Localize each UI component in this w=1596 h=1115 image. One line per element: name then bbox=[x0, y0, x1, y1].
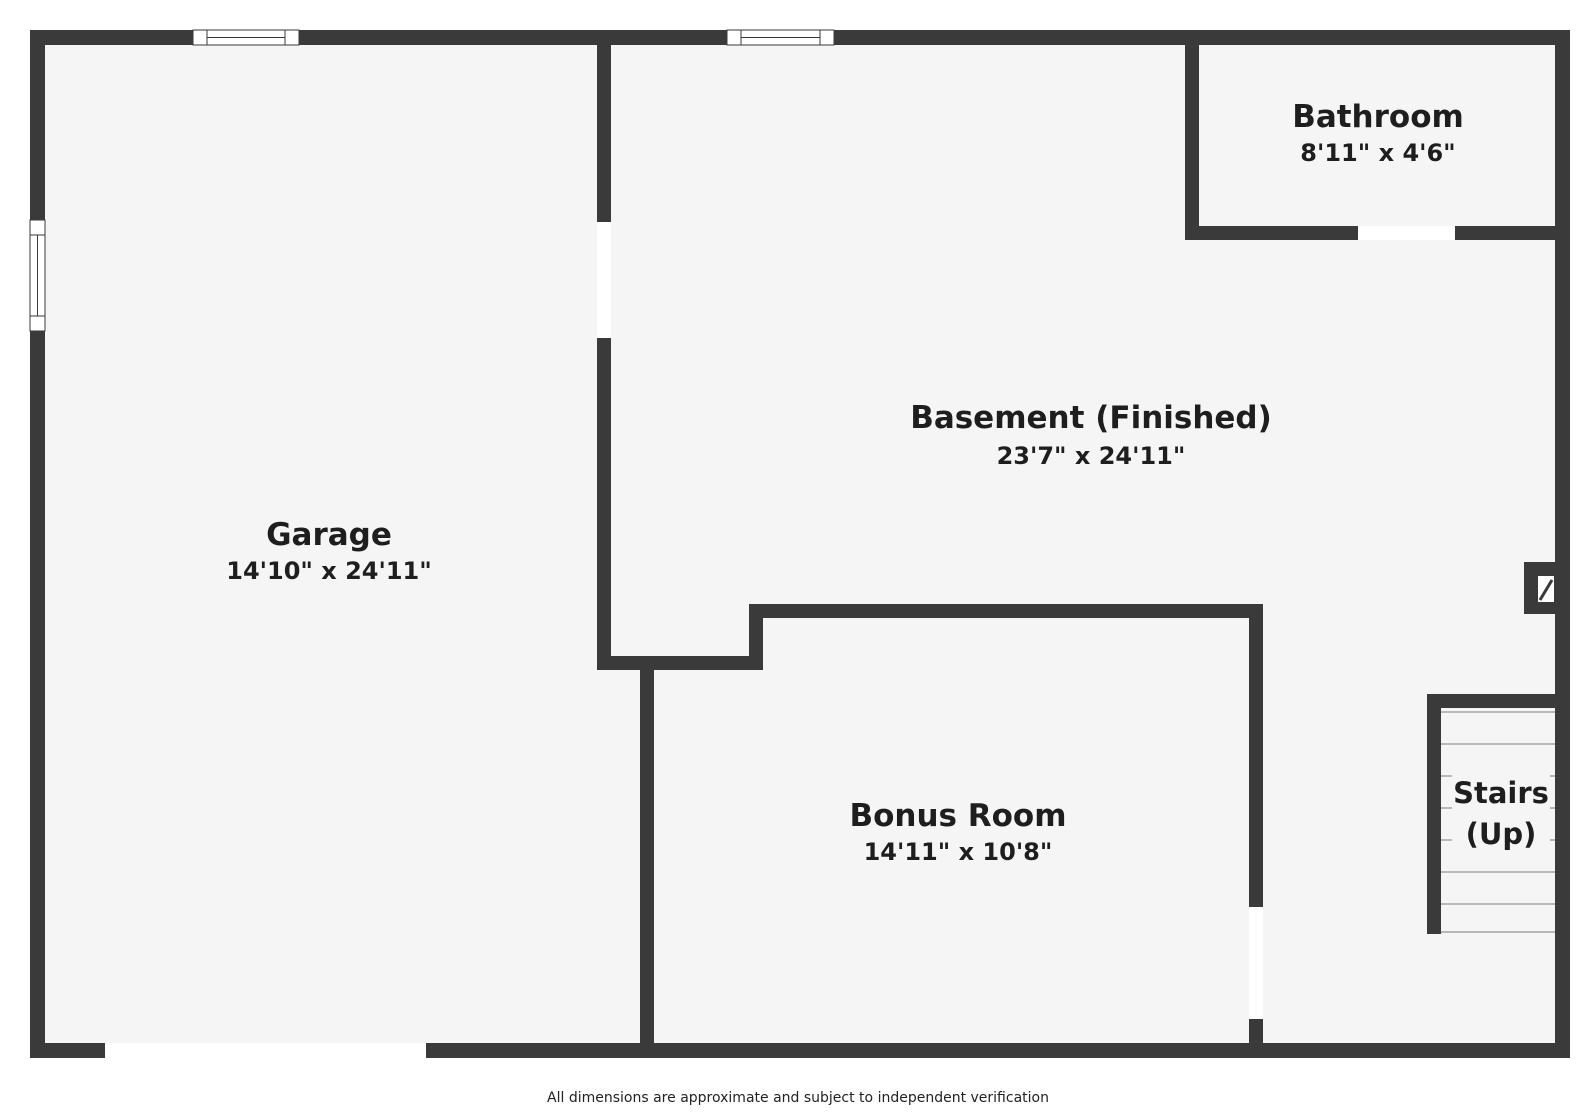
bathroom-door bbox=[1358, 226, 1455, 240]
bonus-room-door bbox=[1249, 907, 1263, 1019]
stairs-label-line2: (Up) bbox=[1466, 817, 1537, 851]
bonus-room-name: Bonus Room bbox=[849, 798, 1066, 834]
bathroom-name: Bathroom bbox=[1292, 99, 1464, 135]
bathroom-left-wall bbox=[1185, 30, 1199, 240]
exterior-wall-right bbox=[1555, 30, 1570, 1058]
garage-door-opening bbox=[105, 1043, 426, 1058]
floor-area bbox=[30, 30, 1570, 1058]
partition-step-riser bbox=[749, 604, 763, 670]
bonus-room-top-wall bbox=[749, 604, 1263, 618]
stairs-left-wall bbox=[1427, 694, 1441, 934]
garage-top-window bbox=[192, 29, 300, 46]
windows bbox=[29, 29, 835, 332]
basement-name: Basement (Finished) bbox=[910, 400, 1272, 436]
disclaimer-text: All dimensions are approximate and subje… bbox=[547, 1090, 1049, 1106]
garage-partition-wall bbox=[597, 30, 611, 670]
garage-basement-door bbox=[597, 222, 611, 338]
bathroom-dims: 8'11" x 4'6" bbox=[1300, 139, 1455, 167]
basement-top-window bbox=[726, 29, 835, 46]
stairs-label-line1: Stairs bbox=[1453, 776, 1549, 810]
stairs-top-wall bbox=[1427, 694, 1570, 708]
garage-dims: 14'10" x 24'11" bbox=[226, 557, 432, 585]
openings bbox=[105, 222, 1455, 1058]
bonus-room-dims: 14'11" x 10'8" bbox=[864, 838, 1053, 866]
basement-dims: 23'7" x 24'11" bbox=[997, 442, 1186, 470]
stairs-label-bg bbox=[1452, 770, 1550, 852]
bonus-room-left-wall bbox=[640, 664, 654, 1058]
partition-step-wall bbox=[597, 656, 762, 670]
column-hatch bbox=[1538, 579, 1554, 601]
exterior-wall-left bbox=[30, 30, 45, 1058]
garage-name: Garage bbox=[266, 517, 392, 553]
garage-left-window bbox=[29, 219, 46, 332]
